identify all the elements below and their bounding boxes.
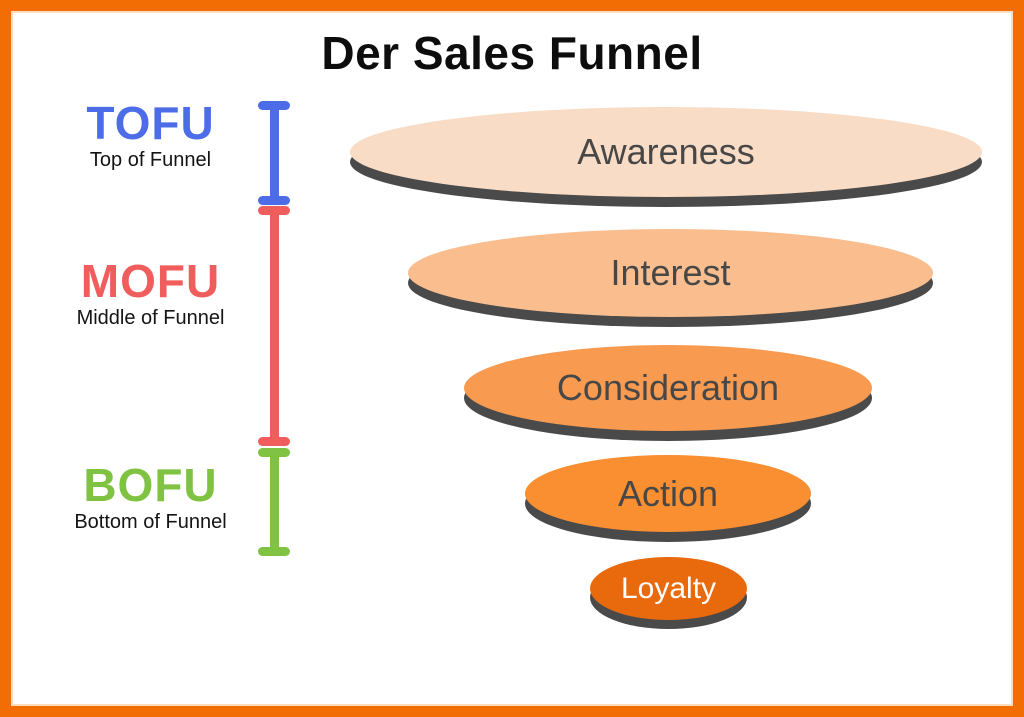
stage-ellipse: Interest (408, 229, 933, 317)
label-mofu: MOFU Middle of Funnel (48, 258, 253, 330)
stage-ellipse: Action (525, 455, 811, 532)
stage-ellipse: Consideration (464, 345, 872, 431)
funnel-stage-interest: Interest (408, 229, 933, 327)
label-bofu: BOFU Bottom of Funnel (48, 462, 253, 534)
stage-label-interest: Interest (610, 252, 731, 293)
bracket-line (269, 105, 279, 201)
tofu-full-label: Top of Funnel (89, 149, 212, 171)
tofu-bracket (258, 101, 290, 205)
mofu-full-label: Middle of Funnel (76, 307, 225, 329)
stage-ellipse: Awareness (350, 107, 982, 197)
bofu-bracket (258, 448, 290, 556)
bracket-line (269, 210, 279, 442)
bracket-line (269, 452, 279, 552)
bracket-cap (258, 196, 290, 205)
page-title: Der Sales Funnel (321, 27, 703, 79)
label-tofu: TOFU Top of Funnel (48, 100, 253, 172)
stage-label-loyalty: Loyalty (620, 571, 717, 605)
funnel-stage-loyalty: Loyalty (590, 557, 747, 629)
mofu-bracket (258, 206, 290, 446)
stage-label-action: Action (617, 472, 719, 514)
bracket-cap (258, 437, 290, 446)
funnel-stage-awareness: Awareness (350, 107, 982, 207)
bracket-cap (258, 547, 290, 556)
stage-ellipse: Loyalty (590, 557, 747, 620)
funnel-stage-action: Action (525, 455, 811, 542)
tofu-abbr: TOFU (86, 97, 215, 149)
funnel-stage-consideration: Consideration (464, 345, 872, 441)
mofu-abbr: MOFU (80, 255, 221, 307)
bofu-abbr: BOFU (83, 459, 218, 511)
stage-label-consideration: Consideration (556, 367, 780, 408)
stage-label-awareness: Awareness (577, 131, 755, 172)
bofu-full-label: Bottom of Funnel (74, 511, 227, 533)
